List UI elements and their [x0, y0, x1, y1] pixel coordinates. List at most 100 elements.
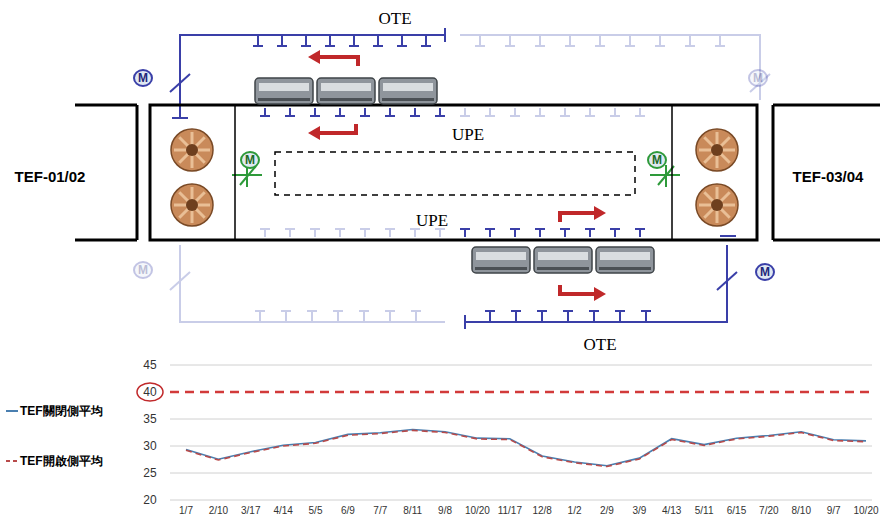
axis-tick: 20	[143, 494, 156, 506]
motor-label: M	[760, 266, 770, 278]
diffuser-tick	[385, 108, 395, 116]
diffuser-tick	[360, 108, 370, 116]
fan-label: TEF-03/04	[793, 169, 864, 184]
diffuser-tick	[610, 108, 620, 116]
diffuser-tick	[585, 108, 595, 116]
axis-tick: 40	[143, 386, 156, 398]
diffuser-tick	[510, 229, 520, 237]
axis-tick: 2/10	[209, 506, 228, 516]
train-skirt	[320, 98, 372, 101]
axis-tick: 10/20	[853, 506, 878, 516]
fan-hub	[711, 144, 723, 156]
diffuser-tick	[385, 311, 395, 322]
axis-tick: 8/11	[403, 506, 422, 516]
diffuser-tick	[333, 311, 343, 322]
train-car	[379, 78, 437, 104]
diffuser-tick	[595, 35, 605, 46]
closed-side-line	[186, 430, 866, 466]
grid-line	[170, 365, 872, 366]
train-window	[259, 83, 309, 91]
diffuser-tick	[655, 35, 665, 46]
diffuser-tick	[715, 35, 725, 46]
diffuser-tick	[335, 108, 345, 116]
diffuser-tick	[485, 311, 495, 322]
diffuser-tick	[610, 229, 620, 237]
diffuser-tick	[281, 311, 291, 322]
axis-tick: 8/10	[792, 506, 811, 516]
axis-tick: 9/8	[438, 506, 452, 516]
train-car	[317, 78, 375, 104]
legend-text: TEF關閉側平均	[20, 405, 103, 417]
motor-label: M	[138, 72, 148, 84]
train-skirt	[599, 267, 651, 270]
diffuser-tick	[307, 311, 317, 322]
motor-circle: M	[748, 69, 768, 87]
diffuser-tick	[560, 229, 570, 237]
diffuser-tick	[460, 229, 470, 237]
train-window	[538, 252, 588, 260]
diffuser-tick	[485, 229, 495, 237]
axis-tick: 6/9	[341, 506, 355, 516]
diffuser-tick	[385, 229, 395, 237]
fan-hub	[711, 199, 723, 211]
diffuser-tick	[505, 35, 515, 46]
motor-circle: M	[133, 261, 153, 279]
diffuser-tick	[535, 108, 545, 116]
axis-tick: 11/17	[498, 506, 522, 516]
fan-symbol	[696, 129, 738, 171]
diffuser-tick	[511, 311, 521, 322]
axis-tick: 7/7	[373, 506, 387, 516]
motor-circle: M	[647, 151, 667, 169]
motor-label: M	[245, 154, 255, 166]
train-window	[383, 83, 433, 91]
diffuser-tick	[359, 311, 369, 322]
diffuser-tick	[635, 108, 645, 116]
diffuser-tick	[277, 35, 287, 46]
fan-hub	[186, 199, 198, 211]
diffuser-tick	[360, 229, 370, 237]
axis-tick: 5/5	[309, 506, 323, 516]
motor-circle: M	[133, 69, 153, 87]
limit-line	[170, 391, 872, 394]
duct-label: OTE	[583, 336, 616, 353]
diffuser-tick	[435, 108, 445, 116]
train-car	[472, 247, 530, 273]
motor-circle: M	[755, 263, 775, 281]
grid-line	[170, 473, 872, 474]
diffuser-tick	[325, 35, 335, 46]
axis-tick: 3/17	[241, 506, 260, 516]
diffuser-tick	[253, 35, 263, 46]
train-skirt	[537, 267, 589, 270]
axis-tick: 1/2	[568, 506, 582, 516]
axis-tick: 10/20	[465, 506, 490, 516]
diffuser-tick	[589, 311, 599, 322]
diffuser-tick	[641, 311, 651, 322]
diffuser-tick	[301, 35, 311, 46]
train-window	[600, 252, 650, 260]
axis-tick: 12/8	[532, 506, 551, 516]
axis-tick: 45	[143, 359, 156, 371]
axis-tick: 25	[143, 467, 156, 479]
diffuser-tick	[255, 311, 265, 322]
diffuser-tick	[310, 229, 320, 237]
diffuser-tick	[625, 35, 635, 46]
train-skirt	[475, 267, 527, 270]
diffuser-tick	[585, 229, 595, 237]
train-car	[255, 78, 313, 104]
axis-tick: 6/15	[727, 506, 746, 516]
diffuser-tick	[411, 311, 421, 322]
diffuser-tick	[563, 311, 573, 322]
fan-symbol	[171, 184, 213, 226]
axis-tick: 35	[143, 413, 156, 425]
axis-tick: 9/7	[827, 506, 841, 516]
diffuser-tick	[260, 229, 270, 237]
axis-tick: 4/14	[273, 506, 292, 516]
diffuser-tick	[685, 35, 695, 46]
fan-hub	[186, 144, 198, 156]
axis-tick: 1/7	[179, 506, 193, 516]
grid-line	[170, 419, 872, 420]
motor-label: M	[753, 72, 763, 84]
diffuser-tick	[285, 108, 295, 116]
diffuser-tick	[635, 229, 645, 237]
train-window	[476, 252, 526, 260]
